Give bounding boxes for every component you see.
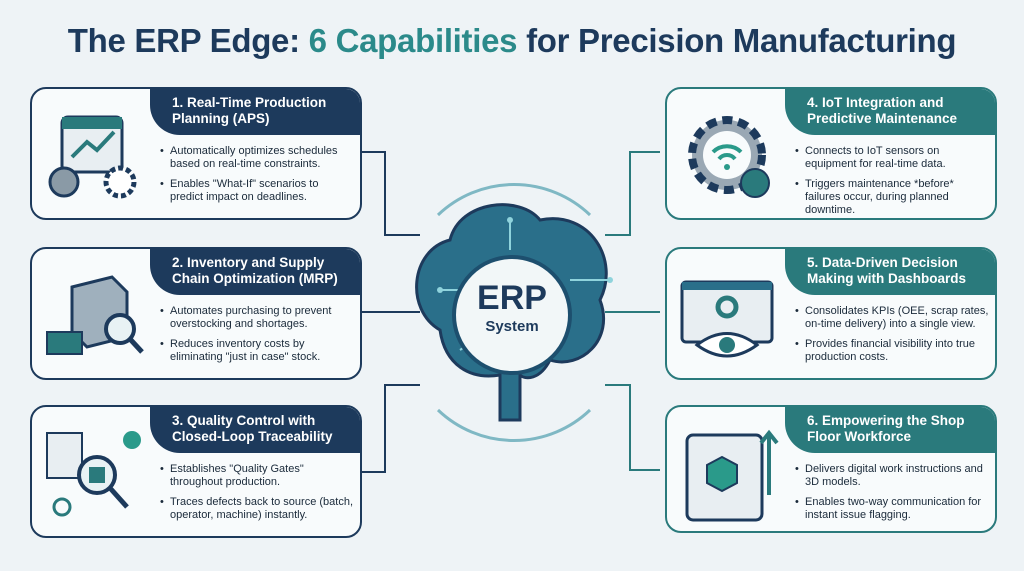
bullet: Enables two-way communication for instan… <box>795 496 989 522</box>
bullet: Triggers maintenance *before* failures o… <box>795 178 989 217</box>
gear-wifi-wrench-icon <box>688 116 770 198</box>
center-title: ERP <box>477 279 547 317</box>
bullet: Automates purchasing to prevent overstoc… <box>160 305 354 331</box>
capability-card-6: 6. Empowering the Shop Floor Workforce D… <box>665 405 997 533</box>
title-part: The ERP Edge: <box>67 22 309 59</box>
capability-card-2: 2. Inventory and Supply Chain Optimizati… <box>30 247 362 380</box>
bullet: Consolidates KPIs (OEE, scrap rates, on-… <box>795 305 989 331</box>
erp-system-label: ERP System <box>452 255 572 375</box>
bullet-list: Connects to IoT sensors on equipment for… <box>795 145 989 218</box>
capability-card-3: 3. Quality Control with Closed-Loop Trac… <box>30 405 362 538</box>
capability-card-4: 4. IoT Integration and Predictive Mainte… <box>665 87 997 220</box>
bullet: Automatically optimizes schedules based … <box>160 145 354 171</box>
bullet: Traces defects back to source (batch, op… <box>160 496 354 522</box>
bullet: Provides financial visibility into true … <box>795 338 989 364</box>
tablet-3d-model-icon <box>685 429 779 522</box>
card-heading: 1. Real-Time Production Planning (APS) <box>150 89 360 135</box>
card-heading: 4. IoT Integration and Predictive Mainte… <box>785 89 995 135</box>
card-heading: 2. Inventory and Supply Chain Optimizati… <box>150 249 360 295</box>
card-heading: 6. Empowering the Shop Floor Workforce <box>785 407 995 453</box>
title-part: for Precision Manufacturing <box>517 22 957 59</box>
bullet-list: Consolidates KPIs (OEE, scrap rates, on-… <box>795 305 989 371</box>
bullet: Connects to IoT sensors on equipment for… <box>795 145 989 171</box>
page-title: The ERP Edge: 6 Capabilities for Precisi… <box>0 22 1024 60</box>
card-heading: 5. Data-Driven Decision Making with Dash… <box>785 249 995 295</box>
dashboard-eye-icon <box>680 280 774 358</box>
bullet: Delivers digital work instructions and 3… <box>795 463 989 489</box>
bullet: Establishes "Quality Gates" throughout p… <box>160 463 354 489</box>
quality-trace-icon <box>46 431 141 517</box>
center-subtitle: System <box>485 318 539 335</box>
calendar-gears-icon <box>48 115 137 199</box>
capability-card-1: 1. Real-Time Production Planning (APS) A… <box>30 87 362 220</box>
bullet-list: Establishes "Quality Gates" throughout p… <box>160 463 354 529</box>
capability-card-5: 5. Data-Driven Decision Making with Dash… <box>665 247 997 380</box>
bullet-list: Delivers digital work instructions and 3… <box>795 463 989 529</box>
bullet-list: Automatically optimizes schedules based … <box>160 145 354 211</box>
card-heading: 3. Quality Control with Closed-Loop Trac… <box>150 407 360 453</box>
bullet-list: Automates purchasing to prevent overstoc… <box>160 305 354 371</box>
box-truck-magnifier-icon <box>46 275 144 355</box>
title-highlight: 6 Capabilities <box>308 22 518 59</box>
bullet: Enables "What-If" scenarios to predict i… <box>160 178 354 204</box>
bullet: Reduces inventory costs by eliminating "… <box>160 338 354 364</box>
